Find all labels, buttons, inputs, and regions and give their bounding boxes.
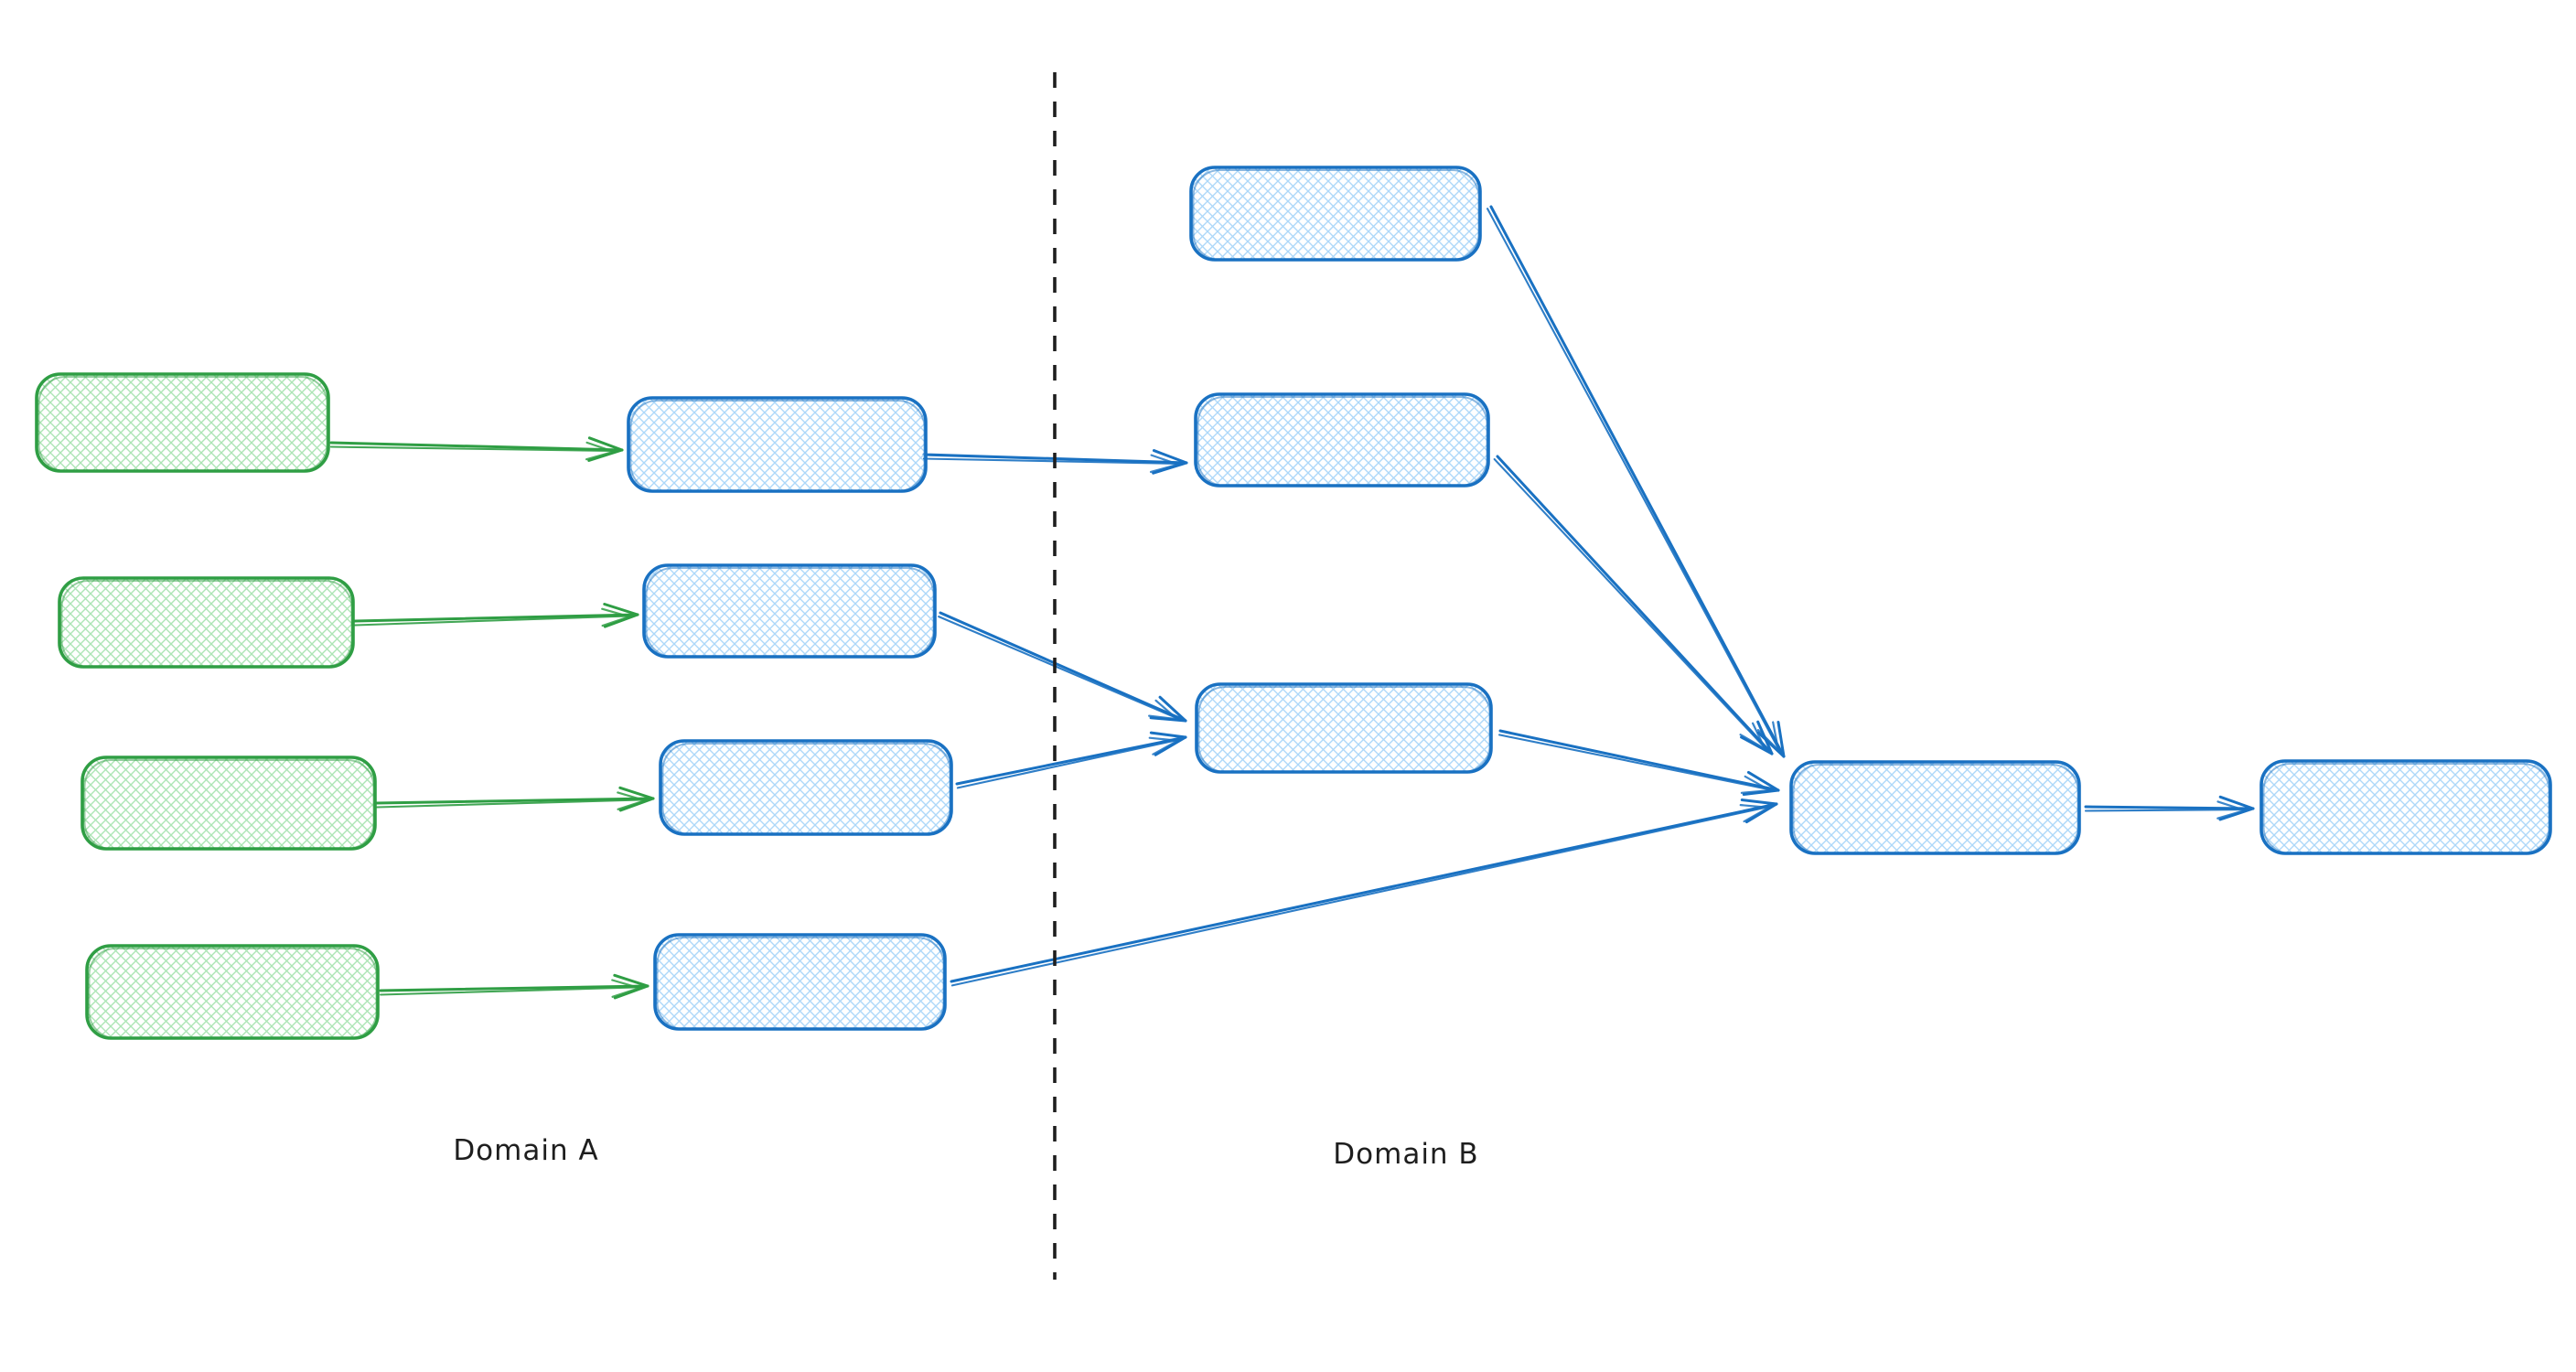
domain-a-process-1 (627, 396, 928, 493)
edge-source4-process4 (379, 973, 649, 1000)
domain-a-source-1 (35, 372, 330, 473)
domain-a-source-4 (85, 944, 380, 1040)
domain-a-source-3 (80, 756, 377, 851)
domain-b-node-1 (1189, 166, 1482, 262)
domain-a-process-4 (653, 933, 947, 1031)
edge-bnode2-merge (1493, 455, 1774, 756)
domain-b-node-2 (1194, 392, 1490, 488)
nodes-layer (35, 166, 2552, 1040)
edge-merge-output (2084, 795, 2255, 821)
domain-a-process-2 (642, 563, 937, 659)
edges-layer (329, 205, 2255, 1000)
edge-process2-bnode3 (938, 611, 1187, 723)
domain-a-label: Domain A (453, 1134, 598, 1167)
domain-a-process-3 (659, 739, 953, 836)
domain-b-merge (1789, 760, 2081, 855)
domain-b-label: Domain B (1333, 1138, 1478, 1171)
edge-source2-process2 (353, 603, 639, 628)
domain-b-node-3 (1195, 682, 1493, 774)
domain-a-source-2 (58, 576, 355, 669)
edge-process4-merge (950, 799, 1778, 987)
edge-bnode1-merge (1486, 205, 1786, 758)
edge-source1-process1 (329, 436, 624, 462)
edge-bnode3-merge (1498, 729, 1780, 797)
domain-b-output (2259, 759, 2552, 855)
edge-process3-bnode3 (955, 731, 1187, 789)
edge-source3-process3 (375, 786, 655, 812)
edge-process1-bnode2 (922, 449, 1188, 475)
